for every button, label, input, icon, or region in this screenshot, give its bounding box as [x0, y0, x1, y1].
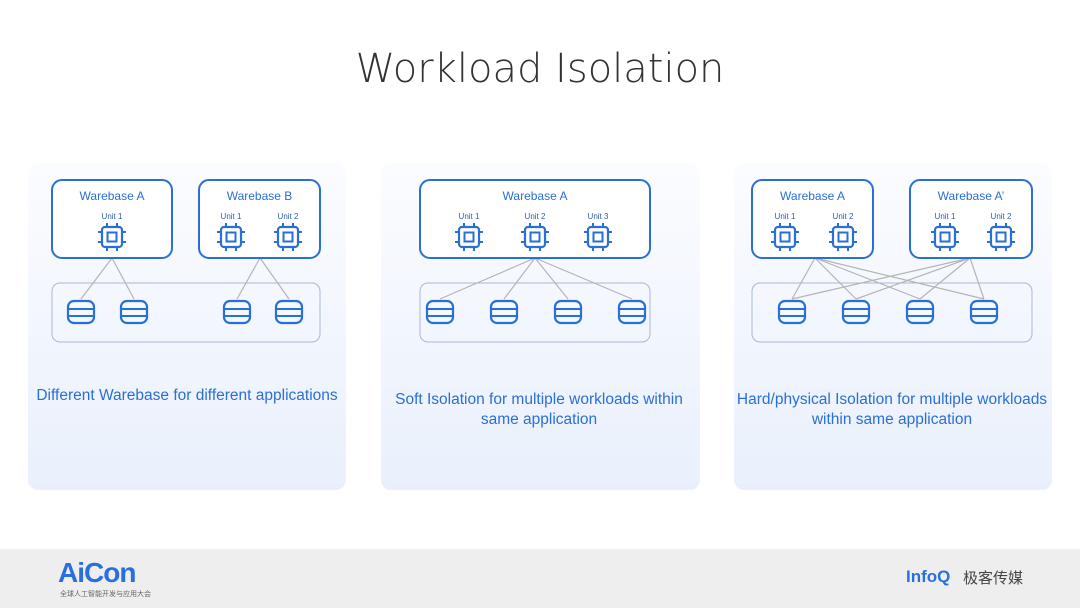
link-line [111, 257, 135, 300]
link-line [969, 257, 985, 300]
unit-label: Unit 1 [221, 212, 242, 221]
infoq-logo: InfoQ [906, 567, 951, 586]
chip-icon [521, 223, 549, 251]
unit-label: Unit 3 [588, 212, 609, 221]
storage-pool [419, 282, 651, 343]
link-line [259, 257, 290, 300]
database-icon [617, 299, 647, 325]
chip-icon [98, 223, 126, 251]
unit-label: Unit 1 [775, 212, 796, 221]
chip-icon [584, 223, 612, 251]
warebase-box [51, 179, 173, 259]
database-icon [274, 299, 304, 325]
isolation-diagrams: Warebase A Unit 1 Warebase B Unit 1 Unit 2 Wa… [51, 179, 1033, 343]
chip-icon [987, 223, 1015, 251]
link-line [534, 257, 569, 300]
warebase-box [751, 179, 874, 259]
chip-icon [274, 223, 302, 251]
link-line [814, 257, 921, 300]
warebase-name: Warebase A [780, 189, 845, 203]
chip-icon [829, 223, 857, 251]
unit-label: Unit 2 [278, 212, 299, 221]
chip-icon [771, 223, 799, 251]
link-line [791, 257, 971, 300]
storage-pool [51, 282, 321, 343]
unit-label: Unit 1 [935, 212, 956, 221]
link-line [791, 257, 816, 300]
unit-label: Unit 2 [833, 212, 854, 221]
link-line [439, 257, 536, 300]
unit-label: Unit 2 [525, 212, 546, 221]
page-title: Workload Isolation [355, 46, 725, 92]
database-icon [66, 299, 96, 325]
infoq-brand-name: 极客传媒 [963, 570, 1024, 587]
unit-label: Unit 2 [991, 212, 1012, 221]
warebase-name: Warebase B [227, 189, 293, 203]
unit-label: Unit 1 [459, 212, 480, 221]
warebase-name: Warebase A’ [938, 189, 1005, 203]
unit-label: Unit 1 [102, 212, 123, 221]
aicon-logo: AiCon [58, 557, 136, 588]
database-icon [841, 299, 871, 325]
database-icon [777, 299, 807, 325]
chip-icon [931, 223, 959, 251]
link-line [534, 257, 633, 300]
database-icon [969, 299, 999, 325]
caption-panel-2: Soft Isolation for multiple workloads wi… [395, 391, 683, 428]
caption-panel-3: Hard/physical Isolation for multiple wor… [736, 391, 1048, 428]
database-icon [425, 299, 455, 325]
warebase-name: Warebase A [80, 189, 145, 203]
storage-pool [751, 282, 1033, 343]
link-line [503, 257, 536, 300]
database-icon [905, 299, 935, 325]
database-icon [119, 299, 149, 325]
warebase-box [198, 179, 321, 259]
link-line [814, 257, 857, 300]
link-line [919, 257, 971, 300]
chip-icon [455, 223, 483, 251]
caption-panel-1: Different Warebase for different applica… [36, 387, 338, 404]
chip-icon [217, 223, 245, 251]
database-icon [222, 299, 252, 325]
warebase-name: Warebase A [503, 189, 568, 203]
aicon-subtitle: 全球人工智能开发与应用大会 [60, 591, 151, 598]
link-line [814, 257, 985, 300]
link-line [80, 257, 113, 300]
database-icon [553, 299, 583, 325]
database-icon [489, 299, 519, 325]
link-line [236, 257, 261, 300]
footer: AiCon 全球人工智能开发与应用大会 InfoQ 极客传媒 [0, 549, 1080, 608]
link-line [855, 257, 971, 300]
